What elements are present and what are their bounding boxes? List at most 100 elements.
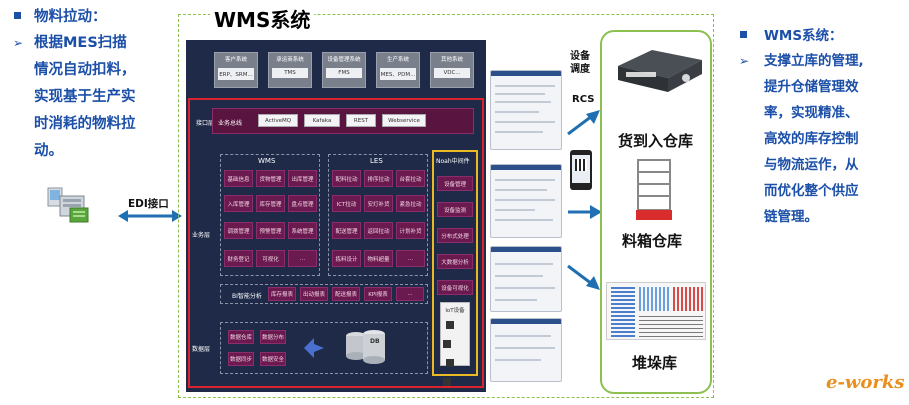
bi-item: 库存报表 bbox=[268, 287, 296, 301]
right-note-line: 高效的库存控制 bbox=[764, 131, 859, 147]
top-system-name: 其他系统 bbox=[440, 57, 463, 63]
mobile-phone-icon bbox=[570, 150, 592, 190]
warehouse-label: 堆垛库 bbox=[632, 354, 678, 372]
dashboard-screen bbox=[490, 70, 562, 150]
les-cell: 紧急拉动 bbox=[396, 195, 425, 212]
top-system-name: 客户系统 bbox=[224, 57, 247, 63]
iot-device-label: IoT设备 bbox=[445, 308, 465, 314]
right-note-line: 与物流运作，从 bbox=[764, 157, 859, 173]
bi-row bbox=[220, 284, 428, 304]
bus-item: Webservice bbox=[382, 114, 426, 127]
wms-cell: 财务登记 bbox=[224, 250, 253, 267]
eworks-watermark-logo: e-works bbox=[826, 372, 905, 393]
server-computer-icon bbox=[44, 186, 94, 226]
bi-item: KPI报表 bbox=[364, 287, 392, 301]
wms-cell: 系统管理 bbox=[288, 222, 317, 239]
noah-item: 分布式处理 bbox=[437, 228, 473, 243]
bullet-square bbox=[14, 12, 21, 19]
right-note-body: 支撑立库的管理, 提升仓储管理效 率，实现精准、 高效的库存控制 与物流运作，从… bbox=[764, 48, 904, 230]
les-cell: 物料超量 bbox=[364, 250, 393, 267]
warehouse-label: 料箱仓库 bbox=[622, 232, 683, 250]
bus-item: ActiveMQ bbox=[258, 114, 298, 127]
wms-cell: ... bbox=[288, 250, 317, 267]
les-cell: 计划补货 bbox=[396, 222, 425, 239]
right-note-title: WMS系统： bbox=[764, 28, 843, 44]
top-system-name: 承运商系统 bbox=[276, 57, 304, 63]
wms-cell: 盘点管理 bbox=[288, 195, 317, 212]
les-group-title: LES bbox=[370, 157, 383, 165]
bus-item: REST bbox=[346, 114, 376, 127]
les-cell: 排序拉动 bbox=[364, 170, 393, 187]
warehouse-label: 货到入仓库 bbox=[618, 132, 694, 150]
iot-chip-icon bbox=[443, 378, 451, 386]
edi-interface-label: EDI接口 bbox=[128, 198, 169, 210]
rcs-label: RCS bbox=[572, 94, 595, 105]
top-system-card: 承运商系统 TMS bbox=[268, 52, 312, 88]
bi-item: ... bbox=[396, 287, 424, 301]
data-layer-cell: 数据分布 bbox=[260, 330, 286, 344]
bullet-square bbox=[740, 31, 747, 38]
architecture-panel: 客户系统 ERP、SRM... 承运商系统 TMS 设备管理系统 FMS 生产系… bbox=[186, 40, 486, 392]
database-icon bbox=[346, 330, 385, 364]
bullet-arrow: ➢ bbox=[13, 36, 24, 50]
top-system-card: 客户系统 ERP、SRM... bbox=[214, 52, 258, 88]
device-dispatch-label: 设备 调度 bbox=[570, 50, 600, 76]
les-cell: 配料拉动 bbox=[332, 170, 361, 187]
left-note-title: 物料拉动： bbox=[34, 9, 107, 25]
les-cell: 配送管理 bbox=[332, 222, 361, 239]
data-layer-cell: 数据仓库 bbox=[228, 330, 254, 344]
les-cell: ICT拉动 bbox=[332, 195, 361, 212]
top-system-name: 生产系统 bbox=[386, 57, 409, 63]
wms-group bbox=[220, 154, 320, 276]
les-cell: 拣料设计 bbox=[332, 250, 361, 267]
iot-chip-icon bbox=[446, 321, 454, 329]
left-note-line: 动。 bbox=[34, 143, 63, 159]
left-note-line: 根据MES扫描 bbox=[34, 35, 127, 51]
top-system-items: VDC... bbox=[434, 68, 470, 78]
dashboard-screen bbox=[490, 164, 562, 238]
top-system-card: 设备管理系统 FMS bbox=[322, 52, 366, 88]
sync-arrows-icon bbox=[304, 338, 324, 358]
top-system-card: 其他系统 VDC... bbox=[430, 52, 474, 88]
wms-cell: 入库管理 bbox=[224, 195, 253, 212]
noah-item: 设备管理 bbox=[437, 176, 473, 191]
right-note-line: 支撑立库的管理, bbox=[764, 53, 864, 69]
top-system-items: TMS bbox=[272, 68, 308, 78]
top-system-card: 生产系统 MES、PDM... bbox=[376, 52, 420, 88]
iot-chip-icon bbox=[446, 359, 454, 367]
agv-robot-icon bbox=[618, 50, 702, 92]
noah-group-title: Noah中间件 bbox=[436, 158, 470, 165]
business-bus-label: 业务总线 bbox=[218, 120, 243, 127]
stacker-warehouse-floorplan bbox=[606, 282, 706, 340]
les-cell: 返回拉动 bbox=[364, 222, 393, 239]
les-group bbox=[328, 154, 428, 276]
top-system-items: MES、PDM... bbox=[380, 68, 416, 80]
data-layer-cell: 数据同步 bbox=[228, 352, 254, 366]
business-layer-label: 业务层 bbox=[192, 232, 211, 239]
left-note-body: 根据MES扫描 情况自动扣料， 实现基于生产实 时消耗的物料拉 动。 bbox=[34, 30, 184, 165]
les-cell: 安灯补货 bbox=[364, 195, 393, 212]
noah-item: 设备可视化 bbox=[437, 280, 473, 295]
interface-bus bbox=[212, 108, 474, 134]
noah-middleware-group bbox=[432, 150, 478, 376]
data-layer-label: 数据层 bbox=[192, 346, 211, 353]
data-layer-cell: 数据安全 bbox=[260, 352, 286, 366]
top-system-name: 设备管理系统 bbox=[327, 57, 361, 63]
right-note-line: 提升仓储管理效 bbox=[764, 79, 859, 95]
bus-item: Kafaka bbox=[304, 114, 340, 127]
wms-cell: 出库管理 bbox=[288, 170, 317, 187]
left-note-line: 实现基于生产实 bbox=[34, 89, 136, 105]
wms-group-title: WMS bbox=[258, 157, 276, 165]
bi-item: 配送报表 bbox=[332, 287, 360, 301]
dashboard-screen bbox=[490, 318, 562, 382]
wms-cell: 调拨管理 bbox=[224, 222, 253, 239]
interface-layer-label: 接口层 bbox=[196, 120, 215, 127]
right-note-line: 而优化整个供应 bbox=[764, 183, 859, 199]
core-red-border bbox=[188, 98, 484, 388]
right-note-line: 率，实现精准、 bbox=[764, 105, 859, 121]
bi-item: 出动报表 bbox=[300, 287, 328, 301]
wms-system-frame bbox=[178, 14, 714, 398]
device-dispatch-line: 设备 bbox=[570, 51, 590, 62]
iot-chip-icon bbox=[443, 340, 451, 348]
database-label: DB bbox=[370, 338, 380, 345]
